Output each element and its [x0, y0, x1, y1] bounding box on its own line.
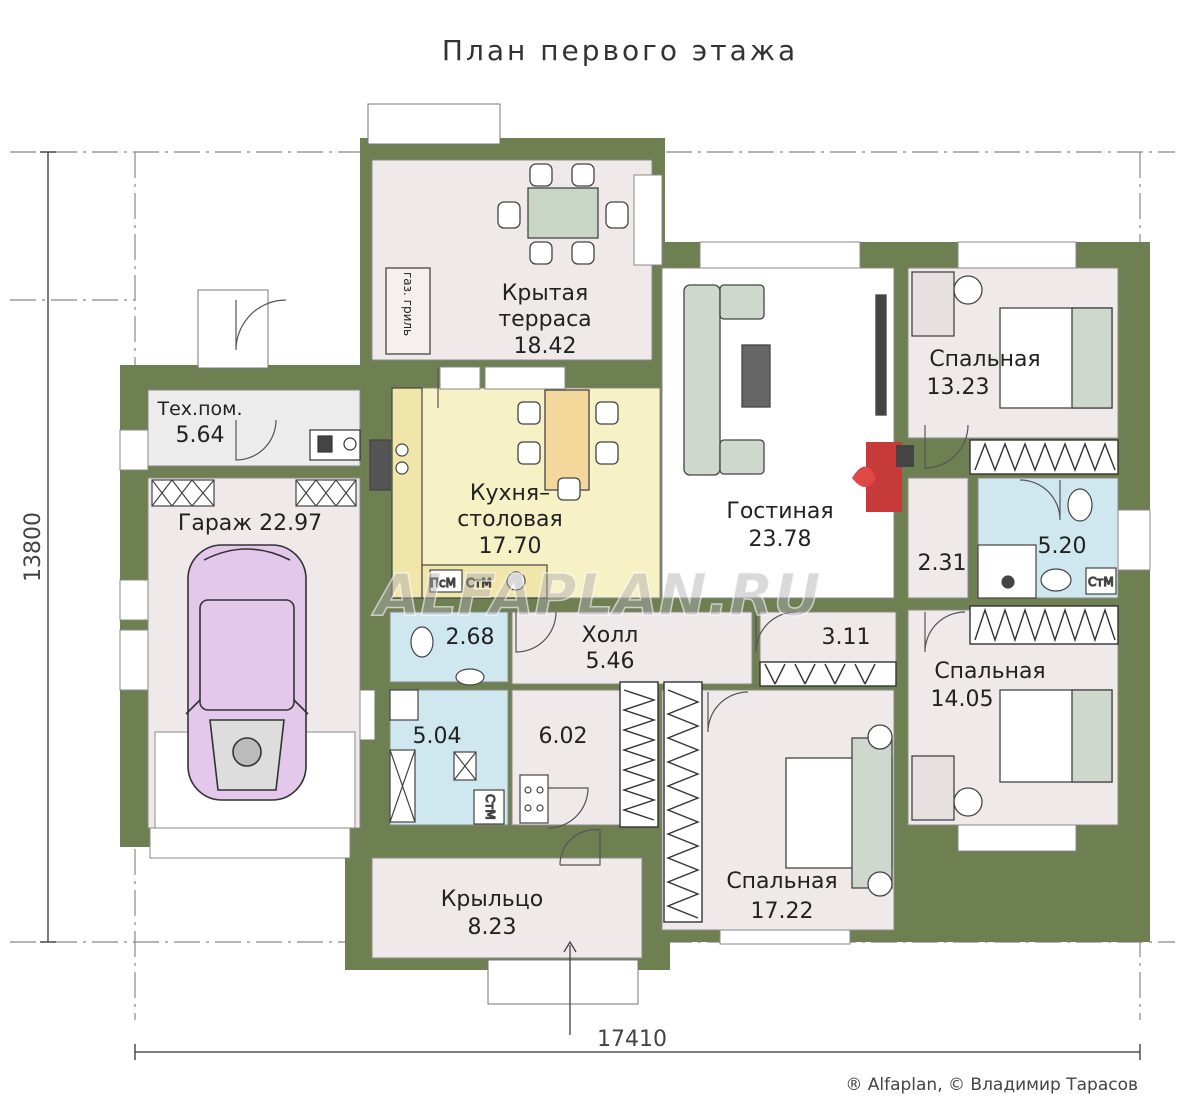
porch-label: Крыльцо: [441, 887, 543, 912]
kitchen-label-2: столовая: [457, 507, 563, 532]
kitchen-counter: ПсМ СтМ: [369, 387, 548, 599]
porch-steps: [487, 959, 639, 1005]
dishwasher-label: ПсМ: [430, 576, 456, 590]
terrace-area: 18.42: [514, 334, 577, 359]
copyright: ® Alfaplan, © Владимир Тарасов: [845, 1075, 1138, 1095]
bedroom-1-label: Спальная: [929, 347, 1040, 372]
hall-label: Холл: [582, 623, 639, 648]
bedroom-3-label: Спальная: [726, 869, 837, 894]
height-dimension: 13800: [21, 512, 46, 582]
living-label: Гостиная: [726, 499, 833, 524]
closet-area: 3.11: [822, 625, 871, 650]
bedroom-3-area: 17.22: [751, 899, 814, 924]
sofa: [683, 284, 887, 476]
bed-bedroom-3: [785, 724, 893, 897]
bed-bedroom-2: [911, 689, 1113, 821]
kitchen-label-1: Кухня–: [470, 481, 550, 506]
kitchen-area: 17.70: [479, 534, 542, 559]
bedroom-2-label: Спальная: [934, 659, 1045, 684]
tech-room-area: 5.64: [176, 423, 225, 448]
grill-label: газ. гриль: [401, 272, 415, 336]
room-labels: Крытая терраса 18.42 Тех.пом. 5.64 Гараж…: [157, 281, 1087, 940]
width-dimension: 17410: [597, 1027, 667, 1052]
bathroom-1-area: 5.20: [1038, 534, 1087, 559]
garage-label: Гараж 22.97: [178, 511, 322, 536]
corridor-area: 2.31: [918, 551, 967, 576]
watermark: ALFAPLAN.RU: [371, 561, 821, 629]
doors: [235, 299, 1061, 866]
garage-annex: [197, 289, 269, 369]
bathroom-2-area: 5.04: [413, 724, 462, 749]
terrace-steps: [367, 103, 501, 145]
car: [185, 544, 309, 801]
kitchen-dining-table: [517, 389, 619, 501]
wardrobes: [619, 439, 1119, 923]
terrace-label-2: терраса: [498, 307, 591, 332]
wc-area: 2.68: [446, 625, 495, 650]
garage-shelves: [151, 479, 357, 507]
washer-label-lower: СтМ: [483, 794, 497, 820]
windows: [119, 174, 1151, 945]
terrace-label-1: Крытая: [502, 281, 589, 306]
room-602-area: 6.02: [539, 724, 588, 749]
plan-title: План первого этажа: [442, 34, 798, 67]
gas-grill: газ. гриль: [385, 267, 431, 355]
boiler-equipment: [309, 429, 361, 461]
terrace-dining-table: [497, 163, 629, 265]
washer-label-bath: СтМ: [1088, 575, 1114, 589]
dimension-lines: [40, 151, 1141, 1060]
bedroom-2-area: 14.05: [931, 687, 994, 712]
entry-arrow: [563, 940, 577, 1035]
washer-label-kitchen: СтМ: [466, 576, 492, 590]
hall-area: 5.46: [586, 649, 635, 674]
living-area: 23.78: [749, 527, 812, 552]
bed-bedroom-1: [911, 271, 1113, 409]
bedroom-1-area: 13.23: [927, 375, 990, 400]
tech-room-label: Тех.пом.: [157, 398, 243, 420]
fireplace: [852, 442, 914, 512]
porch-area: 8.23: [468, 915, 517, 940]
bathroom-fixtures: СтМ СтМ: [389, 488, 1117, 825]
